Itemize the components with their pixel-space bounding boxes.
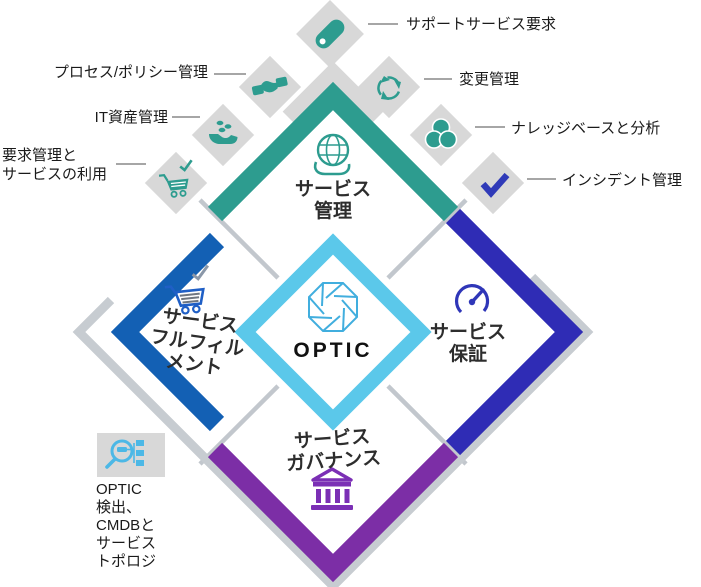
- callout-support-service-request: サポートサービス要求: [406, 16, 557, 33]
- apex-gray-band: [282, 61, 384, 125]
- handshake-icon: [251, 76, 288, 96]
- tile-check: [461, 151, 525, 215]
- cart-check-icon: [164, 264, 210, 315]
- aperture-icon: [308, 282, 358, 332]
- tile-recycle: [357, 55, 421, 119]
- checkmark-icon: [480, 172, 510, 198]
- venn-circles-icon: [424, 118, 458, 149]
- label-service-assurance: サービス 保証: [429, 322, 506, 365]
- bank-icon: [311, 467, 353, 510]
- label-optic: OPTIC: [293, 339, 373, 362]
- tag-icon: [315, 19, 345, 49]
- label-service-management: サービス 管理: [294, 179, 371, 222]
- chevron-service-management: [207, 81, 459, 222]
- callout-knowledge-base-analytics: ナレッジベースと分析: [511, 120, 661, 137]
- callout-incident-management: インシデント管理: [562, 172, 683, 189]
- separator-bottom-left: [198, 384, 280, 466]
- quadrant-separators: [198, 198, 468, 466]
- separator-top-right: [386, 198, 468, 280]
- separator-bottom-right: [386, 384, 468, 466]
- callout-it-asset-management: IT資産管理: [94, 109, 168, 126]
- recycle-arrows-icon: [377, 76, 401, 100]
- separator-top-left: [198, 198, 280, 280]
- magnifier-topology-icon: [105, 439, 144, 469]
- callout-process-policy-management: プロセス/ポリシー管理: [53, 64, 208, 81]
- callout-request-management: 要求管理と サービスの利用: [2, 147, 108, 183]
- chevron-service-governance: [207, 442, 459, 583]
- coins-hand-icon: [209, 120, 238, 144]
- chevron-service-fulfillment: [110, 232, 225, 432]
- globe-hand-icon: [313, 133, 351, 176]
- callout-dashes: [116, 23, 556, 180]
- caption-optic-discovery-cmdb: OPTIC 検出、 CMDBと サービス トポロジ: [96, 481, 157, 570]
- cart-check-icon: [158, 159, 193, 198]
- tile-coins: [191, 103, 255, 167]
- outer-diamond-border: [72, 273, 594, 587]
- callout-change-management: 変更管理: [459, 71, 520, 88]
- gauge-icon: [454, 284, 490, 314]
- chevron-service-assurance: [445, 208, 584, 456]
